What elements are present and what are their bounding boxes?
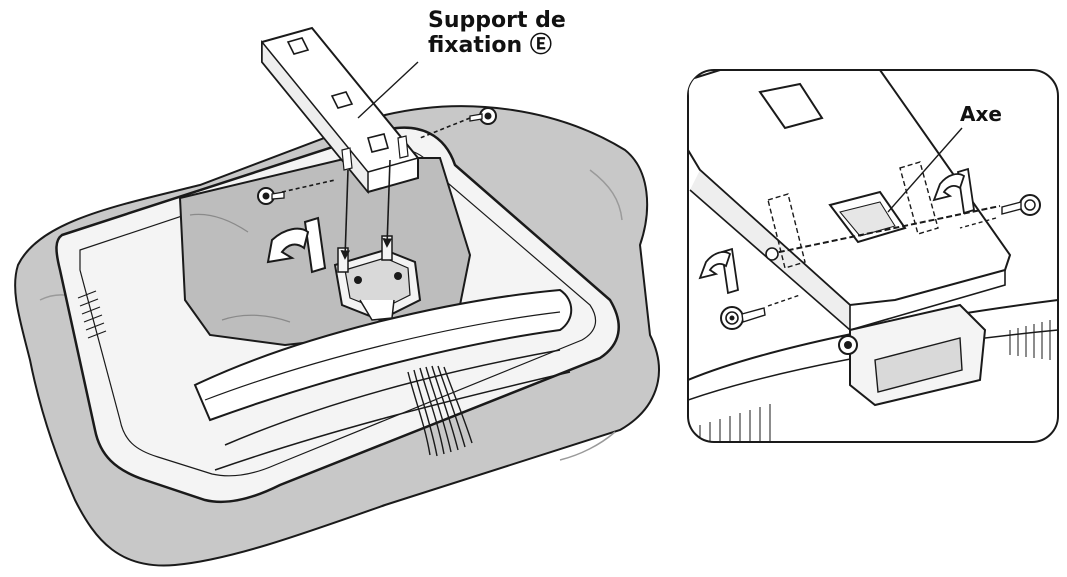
down-arrow-icon xyxy=(698,247,740,295)
main-illustration xyxy=(14,26,660,567)
fixing-bracket xyxy=(261,26,419,195)
support-label-line1: Support de xyxy=(428,8,566,33)
screw-icon xyxy=(257,187,285,205)
hinge-mount xyxy=(333,235,422,322)
bracket-plate-detail xyxy=(688,70,1012,307)
axle-rod xyxy=(769,205,1001,255)
cable-bundle xyxy=(407,365,473,457)
rotate-arrow-icon xyxy=(266,216,327,274)
support-bracket-label: Support de fixation Ⓔ xyxy=(428,8,566,59)
screw-icon xyxy=(1001,194,1041,216)
rotate-arrow-icon xyxy=(932,167,976,215)
screw-icon xyxy=(720,306,766,330)
axe-leader-line xyxy=(887,127,963,213)
alignment-guides xyxy=(281,117,471,260)
support-label-mark: Ⓔ xyxy=(529,33,552,59)
support-label-line2-wrap: fixation Ⓔ xyxy=(428,33,566,58)
screw-icon xyxy=(469,107,497,125)
detail-inset xyxy=(687,69,1059,443)
support-label-line2: fixation xyxy=(428,33,523,59)
support-leader-line xyxy=(357,61,419,119)
axe-label: Axe xyxy=(960,102,1002,126)
vent-slits xyxy=(77,290,107,339)
